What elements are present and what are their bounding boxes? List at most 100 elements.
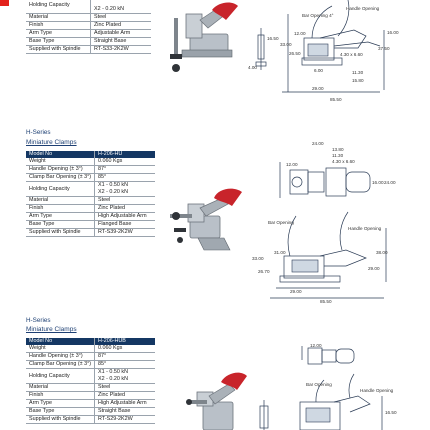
table-row: Handle Opening (± 3°)87° xyxy=(26,165,156,174)
spec-value: Steel xyxy=(90,13,151,22)
spec-value-line: X1 - 0.50 kN xyxy=(98,182,129,188)
spec-label: Finish xyxy=(26,391,95,400)
spec-value: RT-S29-2K2W xyxy=(94,415,156,424)
series-subtitle: Miniature Clamps xyxy=(26,326,77,333)
dim-label: Bar Opening xyxy=(268,220,294,225)
dim-label: Bar Opening xyxy=(306,382,332,387)
spec-label: Holding Capacity xyxy=(26,368,95,384)
table-header-row: Model No H-206-HU xyxy=(26,151,156,158)
dim-label: 16.50 xyxy=(267,36,279,41)
dim-label: Handle Opening xyxy=(348,226,382,231)
dimension-drawing-2: 24.00 13.80 11.30 4.30 x 6.60 12.00 16.0… xyxy=(252,141,396,304)
model-number: H-206-HUB xyxy=(94,338,156,345)
dim-label: 37.50 xyxy=(378,46,390,51)
spec-value: Adjustable Arm xyxy=(90,29,151,38)
dim-label: 15.80 xyxy=(352,78,364,83)
dim-label: Bar Opening 4° xyxy=(302,13,334,18)
dim-label: 33.00 xyxy=(252,256,264,261)
spec-value: Zinc Plated xyxy=(94,204,156,213)
clamp-photo-2 xyxy=(170,188,242,251)
spec-value: Zinc Plated xyxy=(94,391,156,400)
spec-value: Steel xyxy=(94,383,156,392)
spec-label: Holding Capacity xyxy=(26,0,91,14)
spec-value-line: X1 - 0.50 kN xyxy=(98,369,129,375)
spec-value-line: X2 - 0.20 kN xyxy=(98,376,129,382)
spec-label: Clamp Bar Opening (± 3°) xyxy=(26,360,95,369)
spec-label: Handle Opening (± 3°) xyxy=(26,352,95,361)
spec-label: Arm Type xyxy=(26,29,91,38)
dim-label: 11.30 xyxy=(352,70,364,75)
dim-label: 12.00 xyxy=(294,31,306,36)
header-label: Model No xyxy=(26,151,95,158)
section-marker xyxy=(0,0,9,6)
spec-label: Supplied with Spindle xyxy=(26,45,91,54)
clamp-photo-1 xyxy=(170,2,238,72)
dim-label: 16.50 xyxy=(385,410,397,415)
series-title: H-Series xyxy=(26,317,51,324)
table-row: Handle Opening (± 3°)87° xyxy=(26,352,156,361)
dim-label: 16.00 xyxy=(372,180,384,185)
spec-label: Holding Capacity xyxy=(26,181,95,197)
spec-label: Material xyxy=(26,13,91,22)
dim-label: 24.00 xyxy=(384,180,396,185)
spec-label: Base Type xyxy=(26,220,95,229)
spec-value: 85° xyxy=(94,173,156,182)
spec-label: Weight xyxy=(26,158,95,166)
spec-label: Supplied with Spindle xyxy=(26,228,95,237)
spec-value: 0.060 Kgs xyxy=(94,345,156,353)
spec-value: RT-S39-2K2W xyxy=(94,228,156,237)
dim-label: 29.00 xyxy=(312,86,324,91)
spec-value: 85° xyxy=(94,360,156,369)
dim-label: 31.00 xyxy=(274,250,286,255)
series-title: H-Series xyxy=(26,129,51,136)
spec-value: Flanged Base xyxy=(94,220,156,229)
spec-value-line: X2 - 0.20 kN xyxy=(98,189,129,195)
dim-label: 13.80 xyxy=(332,147,344,152)
spec-label: Clamp Bar Opening (± 3°) xyxy=(26,173,95,182)
dim-label: 4.30 x 6.60 xyxy=(332,159,355,164)
spec-label: Finish xyxy=(26,204,95,213)
clamp-photo-3 xyxy=(186,372,247,430)
dimension-drawing-1: Bar Opening 4° Handle Opening 16.50 33.0… xyxy=(248,0,399,102)
dim-label: 29.00 xyxy=(290,289,302,294)
spec-value: High Adjustable Arm xyxy=(94,212,156,221)
dim-label: 26.50 xyxy=(289,51,301,56)
spec-label: Material xyxy=(26,196,95,205)
table-row: Clamp Bar Opening (± 3°)85° xyxy=(26,173,156,182)
model-number: H-206-HU xyxy=(94,151,156,158)
dimension-drawing-3: 12.00 Bar Opening Handle Opening 16.50 xyxy=(259,343,397,430)
spec-label: Arm Type xyxy=(26,399,95,408)
dim-label: 38.00 xyxy=(376,250,388,255)
table-row: Clamp Bar Opening (± 3°)85° xyxy=(26,360,156,369)
dim-label: 4.30 x 6.60 xyxy=(340,52,363,57)
dim-label: 85.50 xyxy=(320,299,332,304)
dim-label: 29.00 xyxy=(368,266,380,271)
spec-label: Base Type xyxy=(26,37,91,46)
spec-value: High Adjustable Arm xyxy=(94,399,156,408)
dim-label: 24.00 xyxy=(312,141,324,146)
spec-label: Arm Type xyxy=(26,212,95,221)
header-label: Model No xyxy=(26,338,95,345)
spec-value: RT-S33-2K2W xyxy=(90,45,151,54)
dim-label: Handle Opening xyxy=(360,388,394,393)
